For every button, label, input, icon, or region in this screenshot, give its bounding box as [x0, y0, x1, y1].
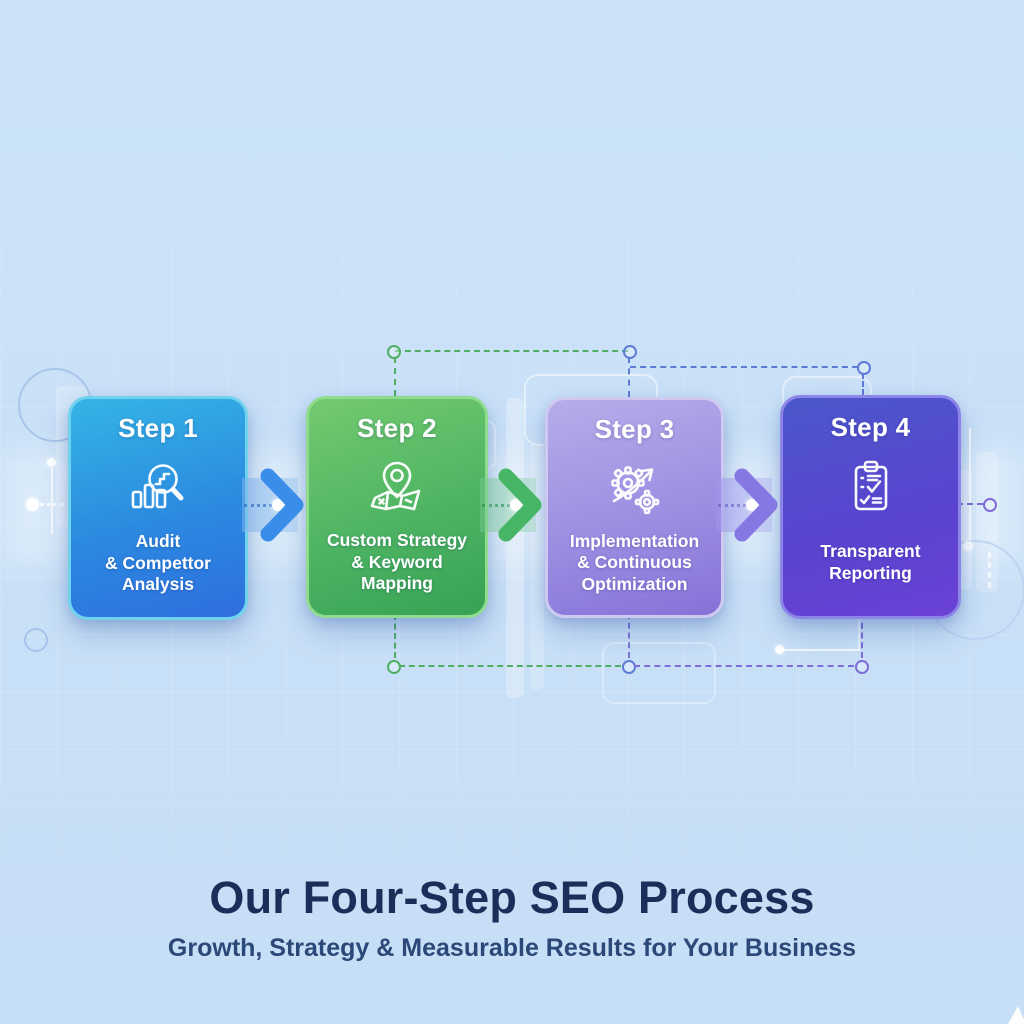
report-clipboard-icon — [838, 453, 904, 519]
dashed-connector-drop-purple — [861, 613, 863, 658]
arrow-dotted-trail — [244, 504, 272, 507]
arrow-node-dot — [510, 499, 522, 511]
arrow-step1-to-step2 — [240, 462, 316, 548]
white-node-dot — [963, 541, 973, 551]
title-block: Our Four-Step SEO Process Growth, Strate… — [0, 872, 1024, 963]
page-title: Our Four-Step SEO Process — [209, 872, 815, 923]
dashed-connector-drop-green — [394, 614, 396, 658]
outline-rect-decor — [602, 642, 716, 704]
circuit-line — [51, 468, 53, 534]
connector-node-ring — [855, 660, 869, 674]
map-pin-icon — [364, 454, 430, 520]
dashed-connector-bottom-green — [399, 665, 621, 667]
step-card-3: Step 3 — [545, 397, 724, 618]
corner-artifact — [1008, 1006, 1024, 1024]
arrow-dotted-trail — [482, 504, 510, 507]
step-card-2: Step 2 Custom Strategy & Keyword Mapping — [306, 396, 488, 618]
step-2-description: Custom Strategy & Keyword Mapping — [326, 530, 468, 594]
arrow-step3-to-step4 — [714, 462, 790, 548]
dashed-connector-bottom-purple — [634, 665, 854, 667]
step-card-1: Step 1 Audit & Compettor Analysis — [68, 396, 248, 620]
circuit-line — [969, 428, 971, 540]
connector-node-ring — [387, 660, 401, 674]
chevron-right-icon — [498, 468, 542, 542]
step-4-description: Transparent Reporting — [820, 541, 921, 583]
connector-node-ring — [387, 345, 401, 359]
step-1-title: Step 1 — [118, 413, 198, 443]
white-node-dot — [26, 498, 39, 511]
dashed-connector-top-green — [395, 350, 628, 352]
step-2-title: Step 2 — [357, 413, 437, 443]
white-node-dot — [47, 458, 56, 467]
chevron-right-icon — [734, 468, 778, 542]
white-node-dot — [775, 645, 784, 654]
step-3-description: Implementation & Continuous Optimization — [569, 530, 700, 594]
dashed-connector-drop-blue — [628, 357, 630, 397]
step-4-title: Step 4 — [830, 412, 911, 442]
step-1-description: Audit & Compettor Analysis — [105, 531, 211, 595]
dashed-connector-top-blue — [630, 366, 858, 368]
connector-node-ring — [983, 498, 997, 512]
arrow-node-dot — [272, 499, 284, 511]
gears-growth-arrow-icon — [602, 455, 668, 521]
connector-node-ring — [857, 361, 871, 375]
circuit-line — [784, 649, 860, 651]
dashed-connector-drop-green — [394, 357, 396, 396]
arrow-dotted-trail — [718, 504, 746, 507]
arrow-step2-to-step3 — [478, 462, 554, 548]
connector-node-ring — [623, 345, 637, 359]
page-subtitle: Growth, Strategy & Measurable Results fo… — [167, 934, 857, 962]
chevron-right-icon — [260, 468, 304, 542]
circle-outline-decor — [24, 628, 48, 652]
ghost-bar — [976, 452, 998, 592]
step-3-title: Step 3 — [594, 414, 675, 444]
dotted-line-decor — [40, 503, 64, 506]
connector-node-ring — [622, 660, 636, 674]
ghost-bar — [506, 398, 524, 698]
magnifier-bar-chart-icon — [125, 454, 191, 520]
dashed-connector-drop-purple — [628, 613, 630, 658]
step-card-4: Step 4 Transparent Reporting — [780, 395, 961, 619]
dashed-connector-right-purple — [957, 503, 983, 505]
dashed-connector-drop-blue — [862, 373, 864, 395]
arrow-node-dot — [746, 499, 758, 511]
dashed-line-decor — [988, 552, 991, 588]
